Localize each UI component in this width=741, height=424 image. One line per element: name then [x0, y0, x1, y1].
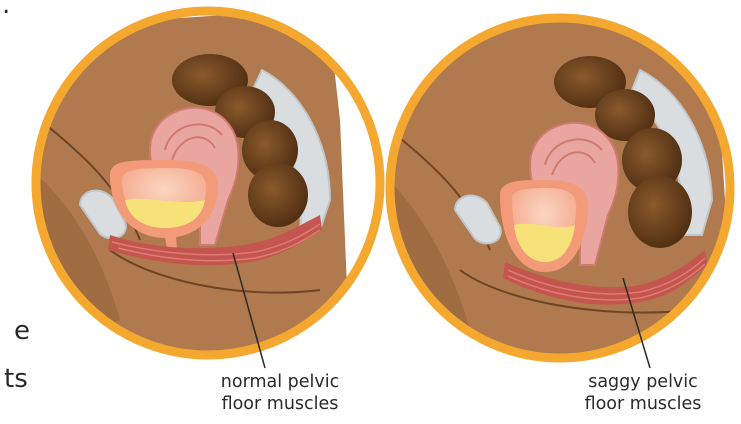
- caption-normal-line2: floor muscles: [180, 394, 380, 416]
- caption-saggy-line1: saggy pelvic: [548, 372, 738, 394]
- caption-saggy-line2: floor muscles: [548, 394, 738, 416]
- caption-normal-line1: normal pelvic: [180, 372, 380, 394]
- caption-normal: normal pelvic floor muscles: [180, 372, 380, 416]
- panel-normal: [20, 10, 390, 368]
- caption-saggy: saggy pelvic floor muscles: [548, 372, 738, 416]
- panel-saggy: [380, 10, 740, 368]
